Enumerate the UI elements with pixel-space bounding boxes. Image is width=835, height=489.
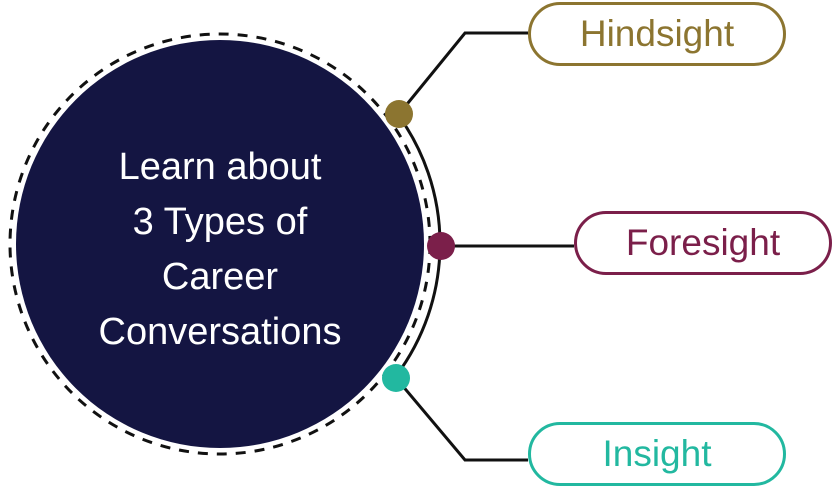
center-line-3: Career	[161, 256, 279, 298]
center-line-1: Learn about	[118, 146, 322, 188]
insight-pill[interactable]: Insight	[528, 422, 786, 486]
node-dot-insight	[382, 364, 410, 392]
node-dot-foresight	[427, 232, 455, 260]
center-line-2: 3 Types of	[132, 201, 308, 243]
foresight-pill[interactable]: Foresight	[574, 211, 832, 275]
connector-insight	[394, 377, 528, 462]
center-circle	[16, 40, 424, 448]
node-dot-hindsight	[385, 100, 413, 128]
connector-hindsight	[397, 31, 528, 115]
center-line-4: Conversations	[98, 311, 342, 353]
hindsight-pill[interactable]: Hindsight	[528, 2, 786, 66]
center-caption: Learn about 3 Types of Career Conversati…	[40, 140, 400, 360]
